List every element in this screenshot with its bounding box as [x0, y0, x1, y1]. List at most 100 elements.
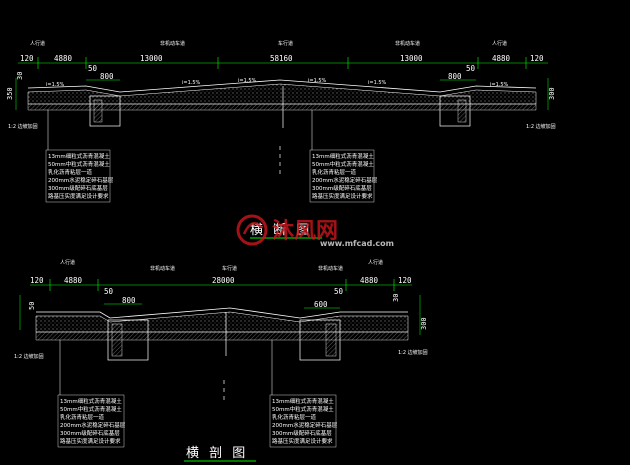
bottom-dim-label: 120: [398, 276, 412, 285]
bottom-dim-label: 120: [30, 276, 44, 285]
legend-line: 50mm中粒式沥青混凝土: [60, 405, 122, 413]
top-zone-label: 非机动车道: [160, 40, 185, 47]
legend-line: 路基压实度满足设计要求: [60, 437, 121, 445]
top-dim-label: 800: [100, 72, 114, 81]
bottom-dim-label: 50: [104, 287, 114, 296]
top-dim-label: 4880: [54, 54, 73, 63]
top-cross-section: 人行道 非机动车道 车行道 非机动车道 人行道 120 4880 13000 5…: [6, 40, 556, 239]
top-vert-dim: 300: [548, 87, 556, 100]
top-leader-lines: [47, 110, 313, 150]
bottom-side-note: 1:2 边坡加固: [14, 353, 44, 360]
bottom-zone-label: 非机动车道: [150, 265, 175, 272]
top-slope-label: i=1.5%: [46, 82, 65, 88]
top-dim-label: 50: [88, 64, 98, 73]
bottom-zone-label: 人行道: [60, 259, 75, 266]
bottom-dimension-row-1: [30, 279, 412, 291]
top-left-curb: [89, 95, 121, 127]
legend-line: 13mm细粒式沥青混凝土: [272, 397, 334, 405]
legend-line: 50mm中粒式沥青混凝土: [312, 160, 374, 168]
bottom-zone-label: 人行道: [368, 259, 383, 266]
top-dim-label: 120: [20, 54, 34, 63]
top-vert-dim: 350: [6, 87, 14, 100]
bottom-dim-label: 28000: [212, 276, 235, 285]
bottom-dim-label: 600: [314, 300, 328, 309]
top-road-surface: [27, 79, 537, 93]
top-vert-dim: 30: [16, 72, 24, 80]
bottom-vert-dim: 300: [420, 317, 428, 330]
watermark-logo-icon: [236, 214, 268, 246]
top-dim-label: 13000: [400, 54, 423, 63]
legend-line: 乳化沥青粘层一道: [272, 413, 317, 421]
legend-line: 13mm细粒式沥青混凝土: [48, 152, 110, 160]
top-dim-label: 120: [530, 54, 544, 63]
bottom-dim-label: 800: [122, 296, 136, 305]
top-dim-label: 4880: [492, 54, 511, 63]
top-slope-label: i=1.5%: [368, 80, 387, 86]
legend-line: 300mm级配碎石底基层: [60, 429, 120, 437]
bottom-dim-label: 4880: [64, 276, 83, 285]
bottom-right-curb: [299, 319, 341, 361]
top-slope-label: i=1.5%: [182, 80, 201, 86]
legend-line: 200mm水泥稳定碎石基层: [312, 176, 378, 184]
bottom-dim-label: 4880: [360, 276, 379, 285]
top-slope-label: i=1.5%: [238, 78, 257, 84]
top-slope-label: i=1.5%: [308, 78, 327, 84]
bottom-cross-section: 人行道 非机动车道 车行道 非机动车道 人行道 120 4880 28000 4…: [14, 259, 428, 462]
top-legend-left: 13mm细粒式沥青混凝土 50mm中粒式沥青混凝土 乳化沥青粘层一道 200mm…: [45, 149, 114, 203]
bottom-legend-left: 13mm细粒式沥青混凝土 50mm中粒式沥青混凝土 乳化沥青粘层一道 200mm…: [57, 394, 126, 448]
top-dim-label: 800: [448, 72, 462, 81]
watermark-brand: 沐风网: [272, 219, 338, 244]
bottom-base-course: [35, 331, 409, 341]
top-side-note: 1:2 边坡加固: [8, 123, 38, 130]
bottom-pavement-layers: [35, 311, 409, 333]
top-dimension-row-1: [18, 57, 548, 69]
bottom-zone-label: 车行道: [222, 265, 237, 272]
bottom-centerline: [223, 312, 227, 400]
legend-line: 路基压实度满足设计要求: [48, 192, 109, 200]
top-dim-label: 13000: [140, 54, 163, 63]
legend-line: 200mm水泥稳定碎石基层: [272, 421, 338, 429]
watermark: 沐风网 www.mfcad.com: [236, 214, 394, 248]
top-right-curb: [439, 95, 471, 127]
top-slope-label: i=1.5%: [490, 82, 509, 88]
bottom-title: 横 剖 图: [186, 446, 248, 461]
top-zone-label: 车行道: [278, 40, 293, 47]
bottom-vert-dim: 30: [392, 294, 400, 302]
legend-line: 路基压实度满足设计要求: [272, 437, 333, 445]
legend-line: 200mm水泥稳定碎石基层: [60, 421, 126, 429]
top-side-note: 1:2 边坡加固: [526, 123, 556, 130]
bottom-dim-label: 50: [334, 287, 344, 296]
top-dim-label: 50: [466, 64, 476, 73]
legend-line: 乳化沥青粘层一道: [48, 168, 93, 176]
legend-line: 乳化沥青粘层一道: [312, 168, 357, 176]
legend-line: 13mm细粒式沥青混凝土: [312, 152, 374, 160]
bottom-vert-dim: 50: [28, 302, 36, 310]
top-centerline: [279, 86, 284, 174]
bottom-road-surface: [36, 307, 408, 319]
legend-line: 路基压实度满足设计要求: [312, 192, 373, 200]
bottom-side-note: 1:2 边坡加固: [398, 349, 428, 356]
top-zone-label: 人行道: [30, 40, 45, 47]
legend-line: 300mm级配碎石底基层: [272, 429, 332, 437]
bottom-zone-label: 非机动车道: [318, 265, 343, 272]
bottom-legend-right: 13mm细粒式沥青混凝土 50mm中粒式沥青混凝土 乳化沥青粘层一道 200mm…: [269, 394, 338, 448]
top-base-course: [27, 103, 537, 111]
top-zone-label: 非机动车道: [395, 40, 420, 47]
top-vertical-dims: [15, 78, 549, 110]
top-legend-right: 13mm细粒式沥青混凝土 50mm中粒式沥青混凝土 乳化沥青粘层一道 200mm…: [309, 149, 378, 203]
watermark-url: www.mfcad.com: [320, 239, 394, 248]
legend-line: 200mm水泥稳定碎石基层: [48, 176, 114, 184]
legend-line: 13mm细粒式沥青混凝土: [60, 397, 122, 405]
legend-line: 50mm中粒式沥青混凝土: [272, 405, 334, 413]
bottom-vertical-dims: [19, 295, 421, 335]
top-dim-label: 58160: [270, 54, 293, 63]
legend-line: 50mm中粒式沥青混凝土: [48, 160, 110, 168]
legend-line: 300mm级配碎石底基层: [48, 184, 108, 192]
legend-line: 乳化沥青粘层一道: [60, 413, 105, 421]
bottom-leader-lines: [59, 340, 273, 395]
bottom-left-curb: [107, 319, 149, 361]
legend-line: 300mm级配碎石底基层: [312, 184, 372, 192]
bottom-dimension-row-2: [104, 303, 340, 309]
top-zone-label: 人行道: [492, 40, 507, 47]
